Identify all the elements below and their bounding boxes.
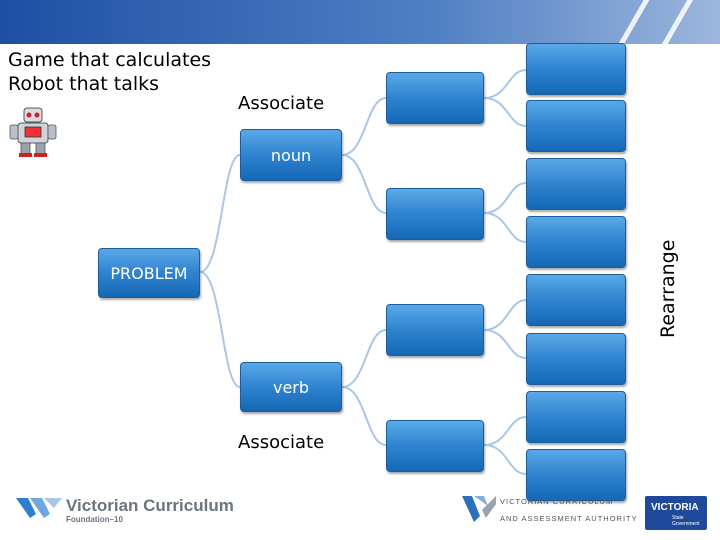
leaf-box-5 — [526, 274, 626, 326]
leaf-box-4 — [526, 216, 626, 268]
vcaa-logo-icon — [462, 494, 498, 524]
verb-box: verb — [240, 362, 342, 412]
noun-box: noun — [240, 129, 342, 181]
verb-label: verb — [273, 378, 309, 397]
leaf-box-7 — [526, 391, 626, 443]
victorian-curriculum-title: Victorian Curriculum — [66, 496, 234, 516]
victorian-curriculum-logo-icon — [16, 494, 64, 522]
vcaa-line-1: VICTORIAN CURRICULUM — [500, 497, 613, 506]
leaf-box-8 — [526, 449, 626, 501]
associate-caption-top: Associate — [238, 93, 324, 114]
victoria-logo-text: VICTORIA — [651, 502, 699, 513]
vcaa-line-2: AND ASSESSMENT AUTHORITY — [500, 514, 638, 523]
victorian-curriculum-subtitle: Foundation–10 — [66, 515, 123, 524]
associate-caption-bottom: Associate — [238, 432, 324, 453]
level3-box-3 — [386, 304, 484, 356]
rearrange-label: Rearrange — [657, 240, 679, 338]
victoria-logo-subtext: State Government — [672, 515, 700, 527]
leaf-box-6 — [526, 333, 626, 385]
level3-box-1 — [386, 72, 484, 124]
noun-label: noun — [271, 146, 311, 165]
level3-box-2 — [386, 188, 484, 240]
leaf-box-3 — [526, 158, 626, 210]
root-problem-box: PROBLEM — [98, 248, 200, 298]
leaf-box-2 — [526, 100, 626, 152]
leaf-box-1 — [526, 43, 626, 95]
level3-box-4 — [386, 420, 484, 472]
root-problem-label: PROBLEM — [110, 264, 187, 283]
